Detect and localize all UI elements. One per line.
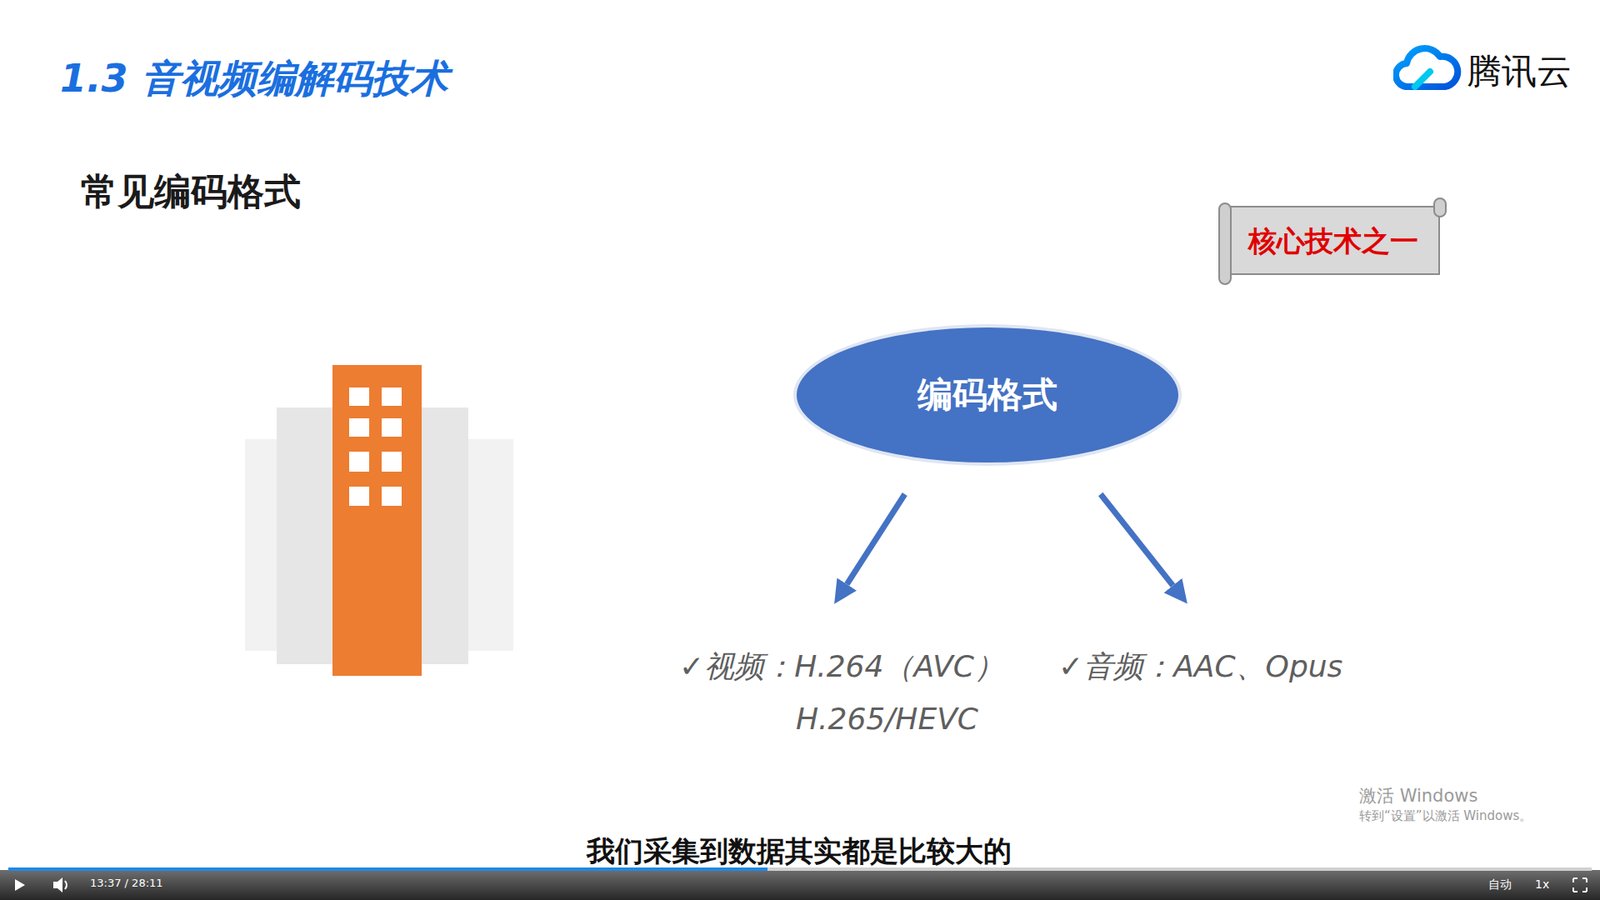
video-subtitle: 我们采集到数据其实都是比较大的 bbox=[586, 835, 1012, 868]
format-list: ✓视频：H.264（AVC） H.265/HEVC bbox=[679, 648, 1005, 737]
watermark-text: 激活 Windows bbox=[1359, 785, 1478, 806]
node-text: 核心技术之一 bbox=[1248, 224, 1419, 259]
ellipse-glow bbox=[793, 324, 1182, 466]
connector-arrow bbox=[1100, 494, 1174, 586]
scroll-banner: 核心技术之一 bbox=[1217, 196, 1450, 286]
video-player-bar bbox=[0, 866, 1600, 900]
node-text: ✓音频：AAC、Opus bbox=[1058, 648, 1343, 685]
slide-title: 1.3 音视频编解码技术 bbox=[60, 53, 449, 105]
ellipse-fill bbox=[796, 327, 1179, 463]
scroll-roll bbox=[1219, 203, 1231, 285]
format-list: ✓音频：AAC、Opus bbox=[1058, 648, 1343, 685]
player-time: 13:37 / 28:11 bbox=[90, 877, 164, 890]
scroll-body bbox=[1227, 206, 1440, 275]
logo-text: 腾讯云 bbox=[1466, 51, 1572, 92]
ellipse-node: 编码格式 bbox=[792, 323, 1183, 467]
node-text: ✓视频：H.264（AVC） bbox=[679, 648, 1005, 685]
connector-arrow bbox=[846, 494, 905, 585]
player-speed: 1x bbox=[1535, 877, 1550, 891]
cloud-logo-icon bbox=[1393, 43, 1462, 95]
node-text: H.265/HEVC bbox=[795, 700, 1005, 737]
scroll-roll bbox=[1434, 198, 1446, 217]
player-quality: 自动 bbox=[1488, 877, 1512, 891]
node-text: 编码格式 bbox=[917, 374, 1058, 416]
watermark-text: 转到“设置”以激活 Windows。 bbox=[1359, 809, 1532, 824]
section-heading: 常见编码格式 bbox=[80, 170, 301, 214]
